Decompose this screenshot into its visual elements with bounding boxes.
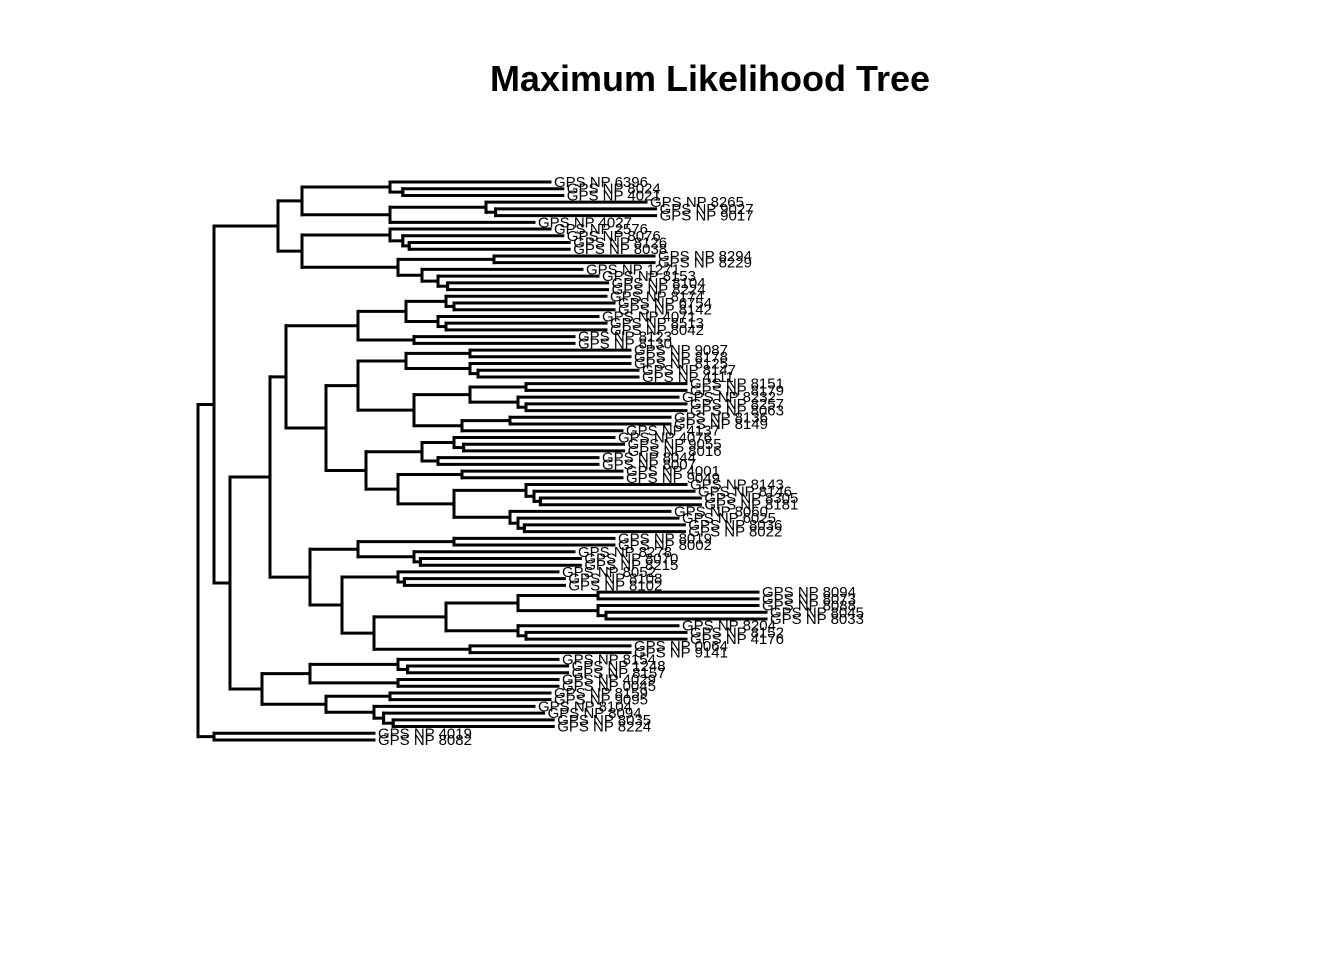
tip-label: GPS NP 8076 (567, 228, 661, 245)
tip-label: GPS NP 8513 (610, 315, 704, 332)
tip-label: GPS NP 1271 (586, 261, 680, 278)
tip-label: GPS NP 9095 (554, 692, 648, 709)
tip-label: GPS NP 8022 (688, 524, 782, 541)
tip-label: GPS NP 4001 (626, 463, 720, 480)
tip-label: GPS NP 8136 (674, 409, 768, 426)
tip-label: GPS NP 8147 (642, 362, 736, 379)
tip-label: GPS NP 8294 (658, 248, 752, 265)
tip-label: GPS NP 8142 (618, 302, 712, 319)
tip-label: GPS NP 8181 (704, 497, 798, 514)
tip-label: GPS NP 8229 (658, 255, 752, 272)
tip-label: GPS NP 8146 (698, 483, 792, 500)
tip-label: GPS NP 4176 (690, 631, 784, 648)
tip-label: GPS NP 8073 (762, 591, 856, 608)
tip-label: GPS NP 8060 (674, 503, 768, 520)
tip-label: GPS NP 9017 (660, 208, 754, 225)
tip-label: GPS NP 8094 (548, 705, 642, 722)
tip-label: GPS NP 8130 (578, 335, 672, 352)
tip-label: GPS NP 8035 (557, 712, 651, 729)
tip-label: GPS NP 4071 (602, 308, 696, 325)
tip-label: GPS NP 6025 (682, 510, 776, 527)
tip-label: GPS NP 9087 (634, 342, 728, 359)
tip-label: GPS NP 8143 (690, 477, 784, 494)
chart-title: Maximum Likelihood Tree (489, 58, 931, 99)
tip-label: GPS NP 8154 (562, 651, 656, 668)
tip-label: GPS NP 8045 (770, 604, 864, 621)
tip-label: GPS NP 8149 (674, 416, 768, 433)
tip-label: GPS NP 8070 (584, 550, 678, 567)
tip-label: GPS NP 8125 (634, 356, 728, 373)
tip-label: GPS NP 8179 (690, 382, 784, 399)
tip-label: GPS NP 8042 (610, 322, 704, 339)
tip-label: GPS NP 8036 (688, 517, 782, 534)
tip-label: GPS NP 8108 (568, 571, 662, 588)
tip-label: GPS NP 2576 (554, 221, 648, 238)
tip-label: GPS NP 6754 (618, 295, 712, 312)
tip-label: GPS NP 0045 (562, 678, 656, 695)
tip-label: GPS NP 8215 (584, 557, 678, 574)
tip-label: GPS NP 8123 (578, 329, 672, 346)
tip-label: GPS NP 6396 (554, 174, 648, 191)
tip-label: GPS NP 4019 (378, 725, 472, 742)
tip-label: GPS NP 9055 (628, 436, 722, 453)
tip-label: GPS NP 8002 (618, 537, 712, 554)
tip-label: GPS NP 8152 (690, 624, 784, 641)
tip-label: GPS NP 8044 (602, 450, 696, 467)
tip-label: GPS NP 8224 (557, 719, 651, 736)
tip-label: GPS NP 1248 (572, 658, 666, 675)
tip-label: GPS NP 8088 (762, 598, 856, 615)
tip-label: GPS NP 8007 (602, 456, 696, 473)
tip-label: GPS NP 4027 (538, 214, 632, 231)
tip-label: GPS NP 8033 (770, 611, 864, 628)
tip-label: GPS NP 8257 (690, 396, 784, 413)
tip-label: GPS NP 8278 (578, 544, 672, 561)
tip-label: GPS NP 9027 (660, 201, 754, 218)
tip-label: GPS NP 8019 (618, 530, 712, 547)
tip-label: GPS NP 8265 (650, 194, 744, 211)
tip-label: GPS NP 4021 (567, 187, 661, 204)
tip-label: GPS NP 8104 (538, 698, 632, 715)
tip-label: GPS NP 8126 (573, 235, 667, 252)
tip-label: GPS NP 8052 (562, 564, 656, 581)
tip-label: GPS NP 8104 (612, 275, 706, 292)
tip-label: GPS NP 8232 (682, 389, 776, 406)
tip-label: GPS NP 4029 (562, 671, 656, 688)
tip-label: GPS NP 8038 (573, 241, 667, 258)
tip-label: GPS NP 0064 (634, 638, 728, 655)
tip-label: GPS NP 4076 (618, 429, 712, 446)
tip-label: GPS NP 8174 (610, 288, 704, 305)
tip-label: GPS NP 8157 (572, 665, 666, 682)
tip-label: GPS NP 4137 (626, 423, 720, 440)
tip-label: GPS NP 8063 (690, 403, 784, 420)
tip-label: GPS NP 8153 (602, 268, 696, 285)
tip-label: GPS NP 9141 (634, 645, 728, 662)
tip-label: GPS NP 8024 (567, 181, 661, 198)
tip-label: GPS NP 8204 (682, 618, 776, 635)
tip-label: GPS NP 8224 (612, 282, 706, 299)
tip-label: GPS NP 8016 (628, 443, 722, 460)
tip-label: GPS NP 4111 (642, 369, 734, 386)
tip-label: GPS NP 8082 (378, 732, 472, 749)
tip-label: GPS NP 9049 (626, 470, 720, 487)
tip-label: GPS NP 8159 (554, 685, 648, 702)
tip-label: GPS NP 8305 (704, 490, 798, 507)
tip-label: GPS NP 8151 (690, 376, 784, 393)
tip-label: GPS NP 8094 (762, 584, 856, 601)
tip-label: GPS NP 8178 (634, 349, 728, 366)
tip-label: GPS NP 8102 (568, 577, 662, 594)
